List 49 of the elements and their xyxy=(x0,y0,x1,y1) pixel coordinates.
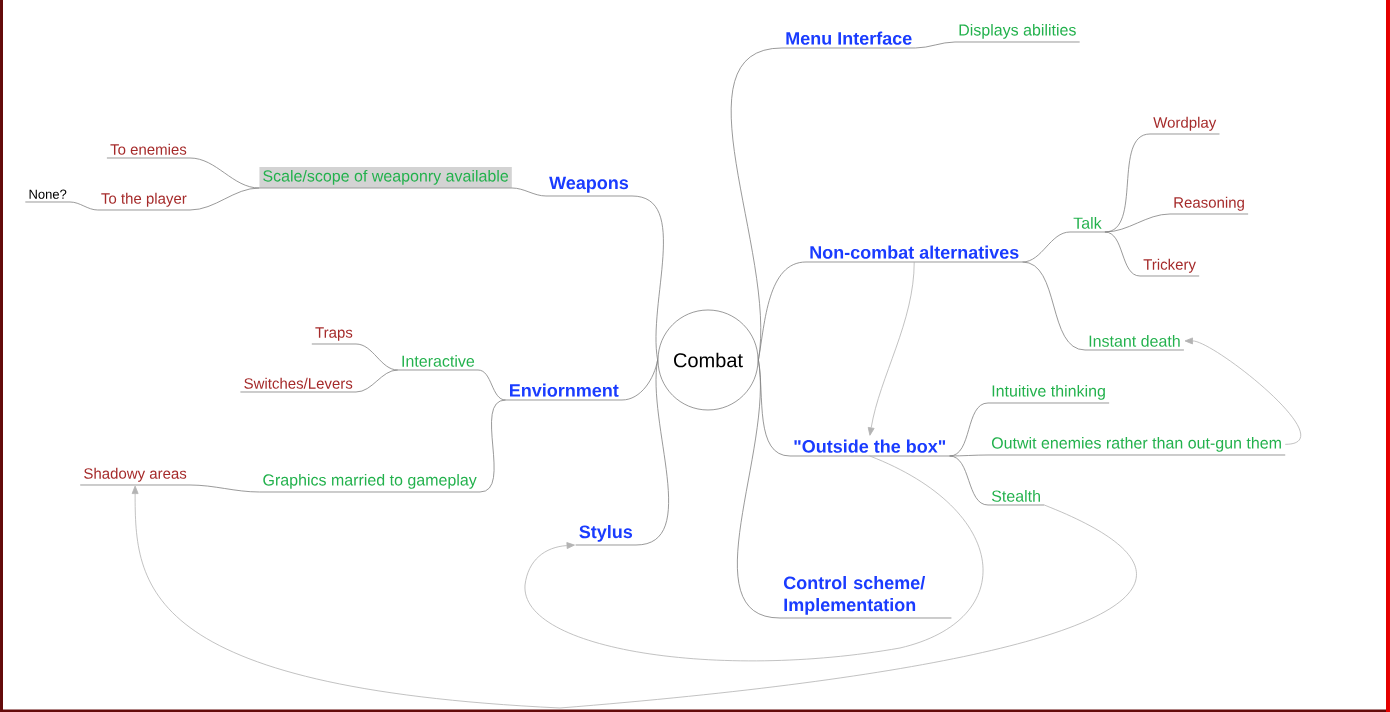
branch-line xyxy=(477,369,506,401)
branch-line xyxy=(189,484,260,493)
topic-label: Control scheme/ Implementation xyxy=(779,576,952,619)
cross-link-arrow xyxy=(131,485,1137,709)
cross-link-arrow xyxy=(1184,337,1302,445)
topic-label: Interactive xyxy=(397,355,479,371)
topic-label: Shadowy areas xyxy=(79,467,191,486)
branch-line xyxy=(1022,231,1071,263)
cross-link-arrow xyxy=(524,455,983,662)
topic-label: Talk xyxy=(1069,217,1106,233)
topic-label: Displays abilities xyxy=(954,23,1081,43)
topic-label: Stealth xyxy=(987,490,1045,506)
branch-line xyxy=(758,261,807,361)
topic-label: None? xyxy=(24,189,71,203)
topic-label: Graphics married to gameplay xyxy=(258,473,481,493)
branch-line xyxy=(355,343,399,371)
branch-line xyxy=(479,399,506,493)
topic-label: Intuitive thinking xyxy=(987,384,1110,404)
topic-label: Reasoning xyxy=(1169,196,1249,215)
topic-label: Enviornment xyxy=(505,383,623,401)
topic-label: Weapons xyxy=(545,176,633,197)
topic-label: Non-combat alternatives xyxy=(805,245,1023,263)
topic-label: Scale/scope of weaponry available xyxy=(258,166,513,189)
topic-label: Instant death xyxy=(1084,335,1185,351)
branch-line xyxy=(511,187,547,197)
topic-label: Outwit enemies rather than out-gun them xyxy=(987,436,1286,456)
topic-label: "Outside the box" xyxy=(789,439,950,457)
cross-link-arrow xyxy=(867,261,915,436)
topic-label: Switches/Levers xyxy=(240,377,357,393)
branch-line xyxy=(355,369,399,393)
branch-line xyxy=(69,201,99,211)
branch-line xyxy=(631,195,664,361)
topic-label: Wordplay xyxy=(1149,116,1220,135)
branch-line xyxy=(915,41,956,49)
topic-label: Menu Interface xyxy=(781,31,916,49)
topic-label: To the player xyxy=(97,192,191,211)
branch-line xyxy=(621,359,658,401)
branch-line xyxy=(189,187,260,211)
branch-line xyxy=(949,454,989,457)
topic-label: Stylus xyxy=(575,525,637,546)
branch-line xyxy=(1022,261,1086,351)
topic-label: To enemies xyxy=(106,143,191,159)
topic-label: Trickery xyxy=(1139,258,1200,277)
branch-line xyxy=(1104,213,1171,233)
topic-label: Traps xyxy=(311,327,357,345)
branch-line xyxy=(737,359,781,619)
branch-line xyxy=(635,359,669,546)
branch-line xyxy=(949,455,989,506)
branch-line xyxy=(1104,231,1141,277)
